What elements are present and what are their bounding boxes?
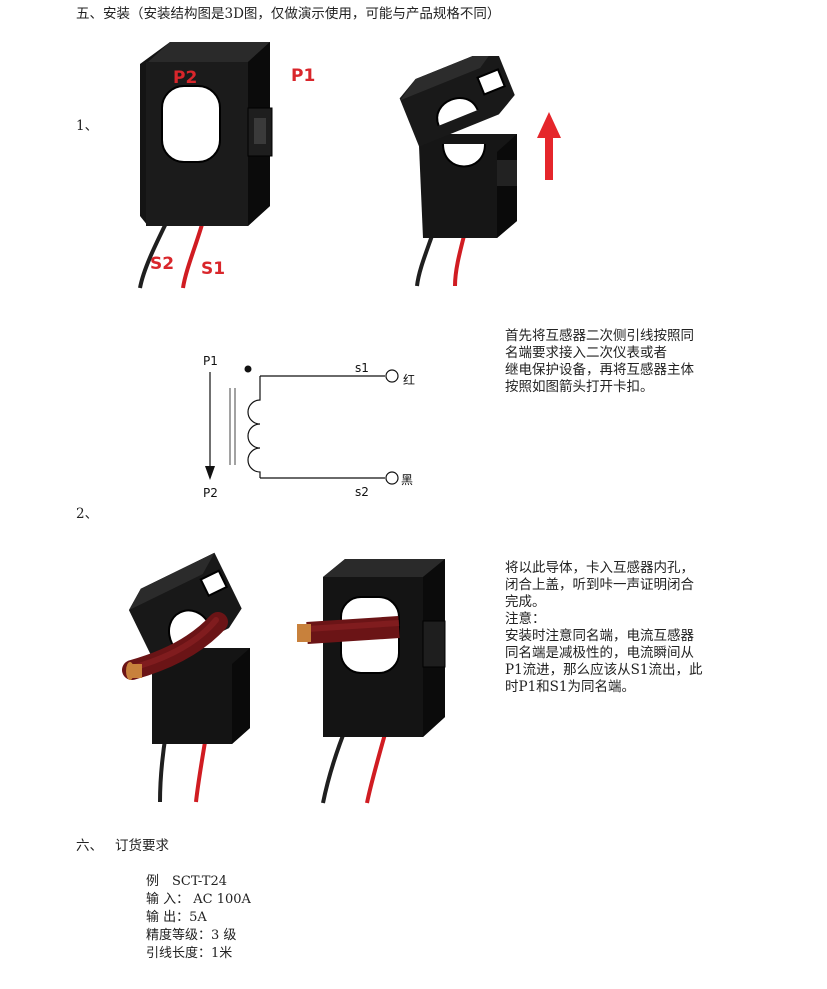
closed-transformer-image	[138, 42, 273, 289]
schematic-black-label: 黑	[401, 473, 413, 487]
open-transformer-image	[399, 56, 517, 287]
step-2-description: 将以此导体，卡入互感器内孔， 闭合上盖，听到咔一声证明闭合 完成。 注意： 安装…	[505, 560, 703, 696]
step-2-line: 同名端是减极性的，电流瞬间从	[505, 645, 694, 661]
order-spec-line: 输 入： AC 100A	[146, 892, 251, 907]
step-1-description: 首先将互感器二次侧引线按照同 名端要求接入二次仪表或者 继电保护设备，再将互感器…	[505, 328, 694, 396]
label-s1: S1	[201, 259, 226, 279]
order-spec-line: 输 出：5A	[146, 910, 207, 925]
step-1-line: 按照如图箭头打开卡扣。	[505, 379, 654, 395]
step-1-line: 继电保护设备，再将互感器主体	[505, 362, 694, 378]
step-2-line: 时P1和S1为同名端。	[505, 679, 636, 695]
step-2-line: P1流进，那么应该从S1流出，此	[505, 662, 703, 678]
step-1-line: 首先将互感器二次侧引线按照同	[505, 328, 694, 344]
step-2-number: 2、	[76, 506, 99, 522]
step-1-line: 名端要求接入二次仪表或者	[505, 345, 667, 361]
step-1-number: 1、	[76, 118, 99, 134]
step-2-line: 注意：	[505, 611, 546, 627]
step-2-line: 将以此导体，卡入互感器内孔，	[505, 560, 694, 576]
step-2-line: 完成。	[505, 594, 546, 610]
order-spec-line: 例 SCT-T24	[146, 874, 227, 889]
schematic-s1-label: s1	[355, 361, 369, 375]
schematic-p1-label: P1	[203, 354, 218, 368]
label-s2: S2	[150, 254, 175, 274]
section-6-heading: 订货要求	[115, 838, 169, 854]
step-2-line: 安装时注意同名端，电流互感器	[505, 628, 694, 644]
section-6-number: 六、	[76, 838, 103, 854]
open-direction-arrow-icon	[537, 112, 561, 180]
label-p1: P1	[291, 66, 316, 86]
label-p2: P2	[173, 68, 198, 88]
schematic-s2-label: s2	[355, 485, 369, 499]
order-spec-line: 精度等级：3 级	[146, 928, 237, 943]
winding-schematic: P1 P2 s1 s2 红 黑	[203, 354, 415, 500]
order-spec-line: 引线长度：1米	[146, 946, 233, 961]
order-spec-list: 例 SCT-T24 输 入： AC 100A 输 出：5A 精度等级：3 级 引…	[146, 873, 251, 963]
schematic-red-label: 红	[403, 372, 415, 387]
step-2-line: 闭合上盖，听到咔一声证明闭合	[505, 577, 694, 593]
closed-with-conductor-image	[297, 559, 446, 804]
section-5-heading: 五、安装（安装结构图是3D图，仅做演示使用，可能与产品规格不同）	[76, 6, 501, 22]
schematic-p2-label: P2	[203, 486, 218, 500]
insert-conductor-image	[122, 552, 250, 803]
